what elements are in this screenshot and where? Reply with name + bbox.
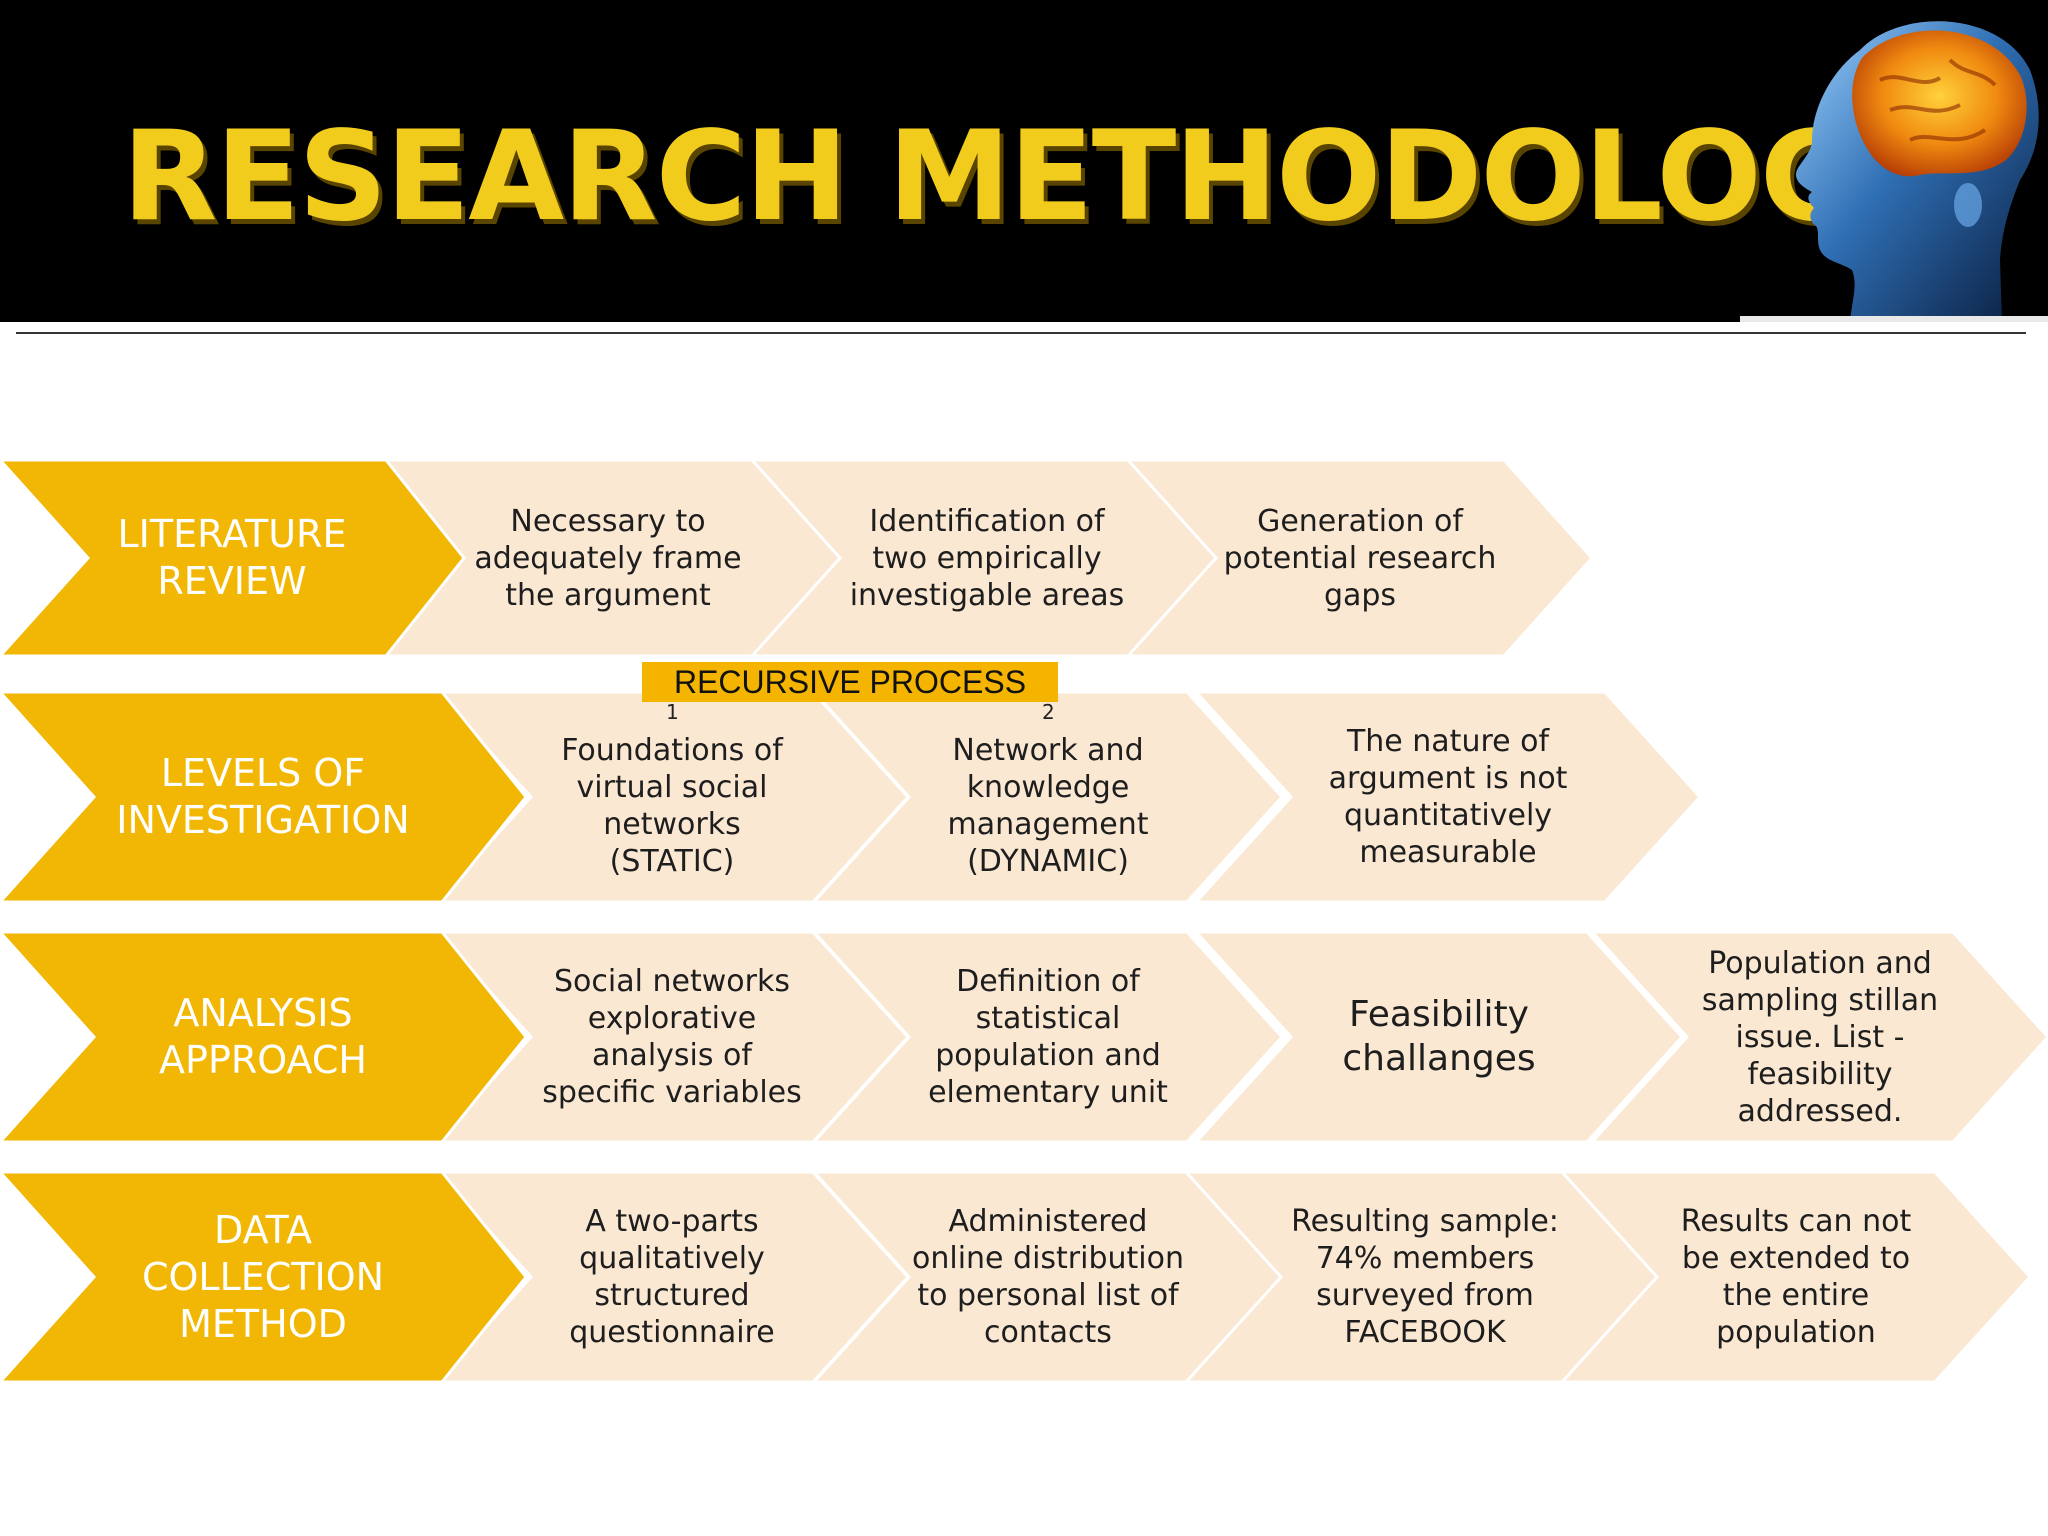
- step-label-line: virtual social: [576, 770, 768, 805]
- step-label-line: elementary unit: [928, 1075, 1168, 1110]
- step-chevron: [810, 930, 1285, 1144]
- step-label-line: 74% members: [1315, 1241, 1535, 1276]
- slide-title: RESEARCH METHODOLOGY: [122, 105, 1947, 249]
- step-label-line: sampling stillan: [1701, 982, 1939, 1018]
- step-label-line: statistical: [975, 1001, 1121, 1036]
- step-label-line: management: [947, 807, 1149, 842]
- step-label-line: be extended to: [1681, 1241, 1911, 1276]
- step-label-line: issue. List -: [1735, 1019, 1905, 1055]
- step-chevron: [1192, 930, 1685, 1144]
- header-rule: [16, 332, 2026, 334]
- row-label-line: LEVELS OF: [160, 751, 366, 795]
- step-label-line: the entire: [1722, 1278, 1870, 1313]
- step-label-line: Network and: [952, 733, 1144, 768]
- row-label-line: COLLECTION: [141, 1254, 385, 1299]
- step-label-line: Definition of: [956, 964, 1140, 999]
- step-label-line: surveyed from: [1316, 1278, 1534, 1313]
- step-chevron: [1588, 930, 2048, 1144]
- step-label-line: Population and: [1708, 945, 1932, 981]
- step-label-line: Necessary to: [510, 503, 706, 539]
- step-label-line: gaps: [1323, 577, 1397, 613]
- step-label-line: population: [1716, 1315, 1876, 1350]
- step-label-line: contacts: [984, 1315, 1112, 1350]
- step-label-line: Results can not: [1680, 1204, 1912, 1239]
- step-label-line: Feasibility: [1349, 994, 1529, 1035]
- step-label-line: FACEBOOK: [1344, 1315, 1506, 1350]
- step-label-line: (DYNAMIC): [967, 844, 1129, 879]
- step-label-line: Resulting sample:: [1291, 1204, 1559, 1239]
- row-chevron: [0, 690, 528, 904]
- step-label-line: analysis of: [592, 1038, 752, 1073]
- step-label-line: two empirically: [872, 540, 1102, 576]
- step-label-line: addressed.: [1737, 1093, 1903, 1129]
- step-label-line: networks: [603, 807, 741, 842]
- step-chevron: [1124, 460, 1595, 658]
- step-label-line: feasibility: [1747, 1056, 1893, 1092]
- step-label-line: Foundations of: [561, 733, 783, 768]
- step-label-line: knowledge: [966, 770, 1130, 805]
- row-label-line: APPROACH: [159, 1038, 367, 1082]
- row-label-line: LITERATURE: [117, 512, 347, 556]
- chevron-shapes: [0, 460, 2048, 1384]
- recursive-process-label: RECURSIVE PROCESS: [642, 662, 1058, 702]
- step-label-line: the argument: [505, 577, 711, 613]
- step-label-line: online distribution: [911, 1241, 1184, 1276]
- step-label-line: adequately frame: [474, 540, 742, 576]
- row-label-line: ANALYSIS: [173, 991, 353, 1035]
- step-label-line: quantitatively: [1343, 798, 1553, 833]
- step-label-line: investigable areas: [849, 577, 1125, 613]
- brain-head-icon: [1740, 21, 2048, 322]
- step-number: 1: [666, 700, 679, 724]
- row-chevron: [0, 460, 466, 658]
- row-chevron: [0, 1170, 528, 1384]
- step-chevron: [1558, 1170, 2033, 1384]
- slide-header: RESEARCH METHODOLOGY: [0, 0, 2048, 322]
- step-label-line: Generation of: [1257, 503, 1463, 539]
- step-label-line: measurable: [1359, 835, 1537, 870]
- step-label-line: Identification of: [869, 503, 1105, 539]
- step-label-line: to personal list of: [917, 1278, 1179, 1313]
- step-label-line: questionnaire: [569, 1315, 775, 1350]
- step-label-line: specific variables: [542, 1075, 802, 1110]
- step-label-line: structured: [594, 1278, 750, 1313]
- row-label-line: DATA: [214, 1207, 312, 1252]
- step-label-line: qualitatively: [579, 1241, 765, 1276]
- row-chevron: [0, 930, 528, 1144]
- step-label-line: challanges: [1342, 1038, 1536, 1079]
- step-chevron: [1192, 690, 1703, 904]
- step-label-line: (STATIC): [609, 844, 735, 879]
- row-label-line: INVESTIGATION: [116, 798, 410, 842]
- step-label-line: argument is not: [1328, 761, 1568, 796]
- row-label-line: REVIEW: [157, 559, 307, 603]
- step-label-line: explorative: [587, 1001, 757, 1036]
- step-label-line: potential research: [1223, 540, 1497, 576]
- row-label-line: METHOD: [179, 1301, 347, 1346]
- step-label-line: A two-parts: [585, 1204, 759, 1239]
- step-chevron: [810, 690, 1285, 904]
- step-label-line: The nature of: [1346, 724, 1550, 759]
- step-label-line: population and: [935, 1038, 1161, 1073]
- step-number: 2: [1042, 700, 1055, 724]
- step-label-line: Administered: [948, 1204, 1148, 1239]
- step-label-line: Social networks: [554, 964, 790, 999]
